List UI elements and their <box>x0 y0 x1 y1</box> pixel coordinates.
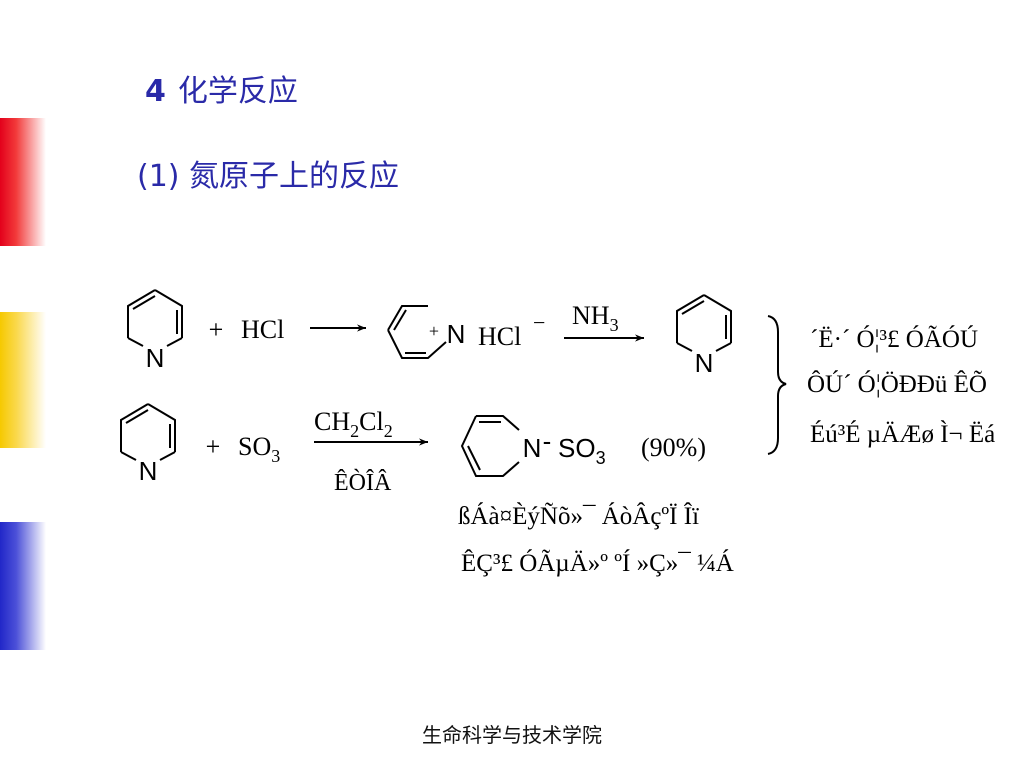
reaction-condition: ÊÒÎÂ <box>334 469 392 496</box>
pyridine-ring-2 <box>676 294 732 352</box>
plus-sign: + <box>206 432 221 461</box>
reagent-nh3: NH3 <box>572 301 619 335</box>
reagent-so3: SO3 <box>238 432 280 466</box>
positive-charge: + <box>429 321 439 341</box>
decor-bar-red <box>0 118 46 246</box>
title-number: 4 <box>145 74 166 109</box>
decor-bar-blue <box>0 522 46 650</box>
bracket-note-1: ´Ë·´ Ó¦³£ ÓÃÓÚ <box>810 326 979 353</box>
ring-n-label: N <box>139 456 158 486</box>
product-note-2: ÊÇ³£ ÓÃµÄ»º ºÍ »Ç»¯ ¼Á <box>461 550 734 577</box>
sulfur-trioxide-group: SO3 <box>558 433 606 468</box>
pyridine-ring-3 <box>120 403 176 461</box>
reagent-hcl: HCl <box>241 315 284 344</box>
product-n-label: N <box>523 433 542 463</box>
product-n-label: N <box>695 348 714 378</box>
decor-bar-yellow <box>0 312 46 448</box>
pyridine-ring-1 <box>127 289 183 347</box>
salt-counter-ion: HCl <box>478 322 521 351</box>
bracket-note-2: ÔÚ´ Ó¦ÖÐÐü ÊÕ <box>807 371 987 398</box>
title-text: 化学反应 <box>177 74 298 109</box>
curly-brace-icon <box>767 315 787 455</box>
product-note-1: ßÁà¤ÈýÑõ»¯ ÁòÂçºÏ Îï <box>458 503 700 530</box>
slide-footer: 生命科学与技术学院 <box>422 723 602 747</box>
bond-dash: - <box>543 426 552 456</box>
ring-n-label: N <box>146 343 165 373</box>
slide-title: 4 化学反应 <box>145 66 298 110</box>
ring-n-label: N <box>447 319 466 349</box>
solvent-ch2cl2: CH2Cl2 <box>314 407 393 441</box>
pyridine-so3-ring <box>460 415 520 477</box>
negative-charge: − <box>533 310 545 335</box>
plus-sign: + <box>209 315 224 344</box>
yield-label: (90%) <box>641 433 706 462</box>
slide-subtitle: (1) 氮原子上的反应 <box>137 159 400 194</box>
pyridinium-ring <box>387 305 447 359</box>
bracket-note-3: Éú³É µÄÆø Ì¬ Ëá <box>810 421 996 448</box>
